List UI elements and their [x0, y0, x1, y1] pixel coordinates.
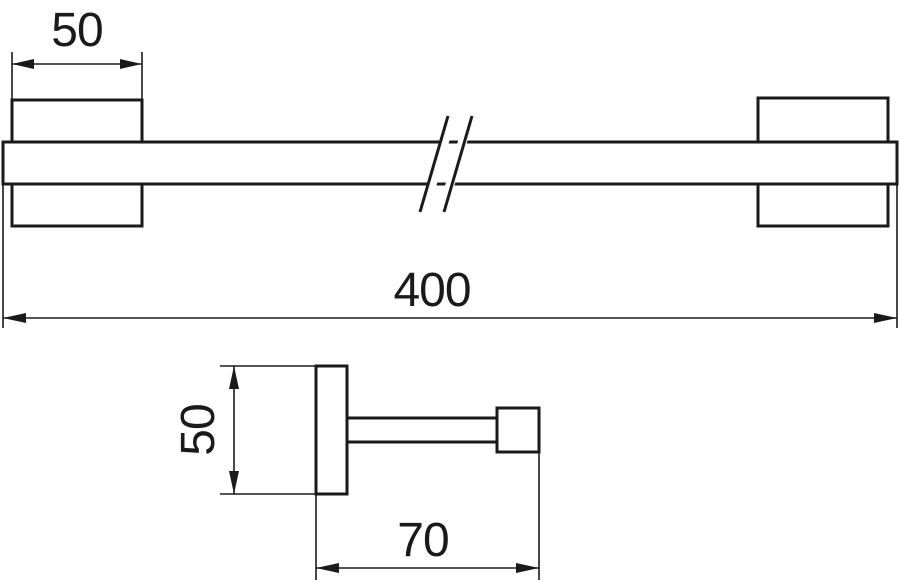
side-wall-plate	[314, 364, 349, 496]
side-bar-end	[495, 406, 541, 454]
side-view: 50 70	[172, 364, 541, 580]
front-view: 50 400	[1, 4, 899, 328]
dimension-label-projection: 70	[397, 514, 448, 567]
dimension-projection: 70	[315, 452, 540, 580]
side-arm	[345, 416, 499, 444]
dimension-mount-width: 50	[11, 4, 143, 100]
dimension-label-side-height: 50	[172, 404, 225, 455]
dimension-label-mount-width: 50	[51, 4, 102, 57]
break-symbol	[418, 114, 475, 214]
dimension-overall-length: 400	[2, 184, 898, 328]
dimension-label-overall-length: 400	[393, 264, 470, 317]
dimension-side-height: 50	[172, 365, 316, 495]
